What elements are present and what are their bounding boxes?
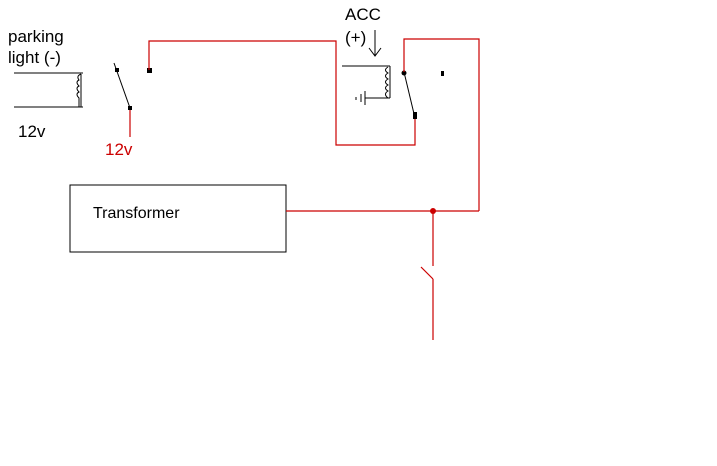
switch-top-contact [147,68,152,73]
relay-switch-arm [403,71,416,119]
left-switch: 12v [105,62,152,159]
ground-icon [355,91,366,105]
coil-icon [76,73,82,107]
lower-switch [420,211,434,340]
coil-icon [385,66,391,99]
switch-12v-label: 12v [105,140,133,159]
acc-relay: ACC (+) [342,5,444,119]
lower-switch-blade [420,266,434,280]
relay-nc-contact [413,112,417,119]
transformer-label: Transformer [93,205,180,222]
switch-pivot-dot [115,68,119,72]
left-12v-label: 12v [18,122,46,141]
switch-bottom-contact [128,106,132,110]
parking-light-label-line2: light (-) [8,48,61,67]
transformer-box [69,184,287,253]
acc-label-line2: (+) [345,28,366,47]
arrow-down-icon [368,30,382,57]
parking-light-relay: parking light (-) 12v [8,27,83,141]
parking-light-label-line1: parking [8,27,64,46]
transformer: Transformer [69,184,287,253]
wire-switch-to-relay [148,40,416,146]
relay-pivot-contact [401,70,407,76]
wire-relay-to-junction [403,38,480,211]
relay-no-contact [441,71,444,76]
acc-label-line1: ACC [345,5,381,24]
